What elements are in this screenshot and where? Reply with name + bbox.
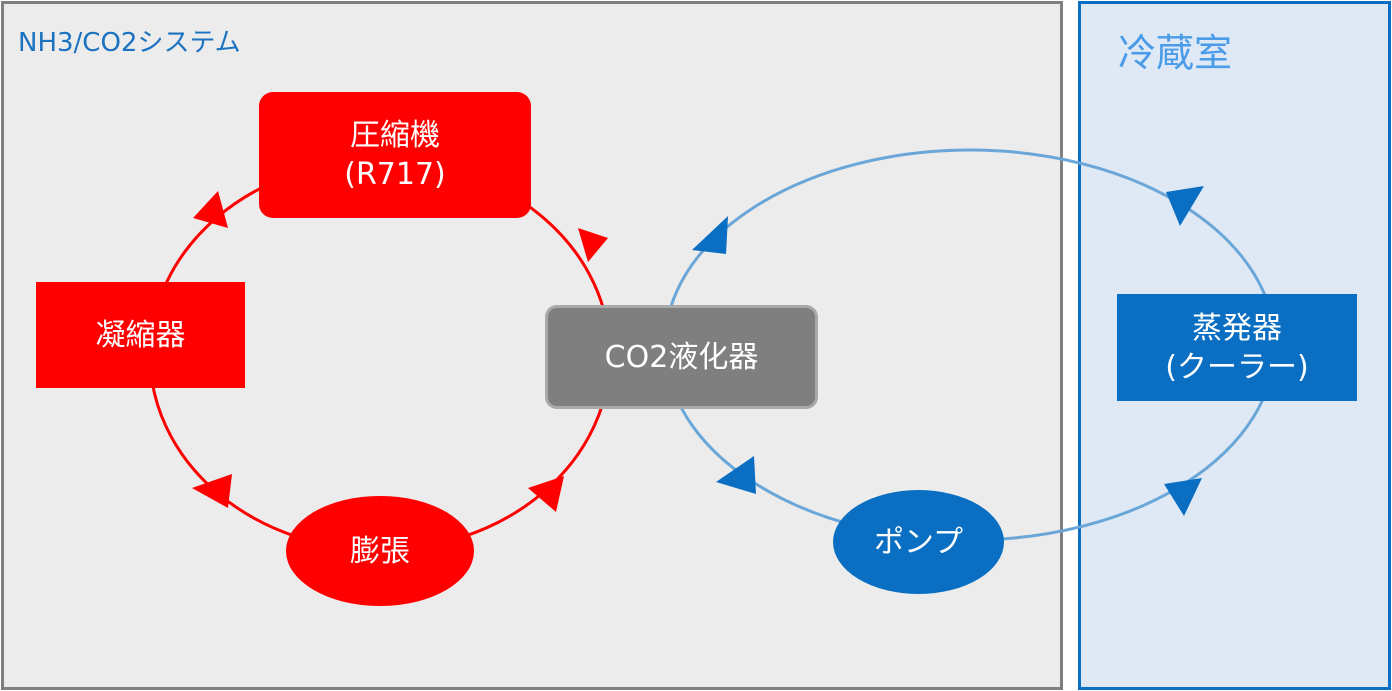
co2-flow-arrow-top-left <box>692 216 728 254</box>
co2-flow-arrow-top-right <box>1166 186 1204 226</box>
condenser-label: 凝縮器 <box>95 317 186 353</box>
expansion-label: 膨張 <box>350 533 410 569</box>
pump-node: ポンプ <box>833 490 1004 594</box>
compressor-label: 圧縮機 <box>350 118 440 153</box>
evaporator-node: 蒸発器 (クーラー) <box>1117 294 1357 401</box>
room-panel-title: 冷蔵室 <box>1118 31 1233 75</box>
evaporator-subtitle: (クーラー) <box>1165 349 1309 385</box>
pump-label: ポンプ <box>873 524 964 560</box>
nh3-flow-arrow-bottom-right <box>528 476 564 512</box>
evaporator-label: 蒸発器 <box>1192 310 1282 346</box>
nh3-flow-arrow-right-up <box>578 228 608 262</box>
co2-condenser-node: CO2液化器 <box>545 305 818 409</box>
co2-condenser-label: CO2液化器 <box>604 339 759 375</box>
condenser-node: 凝縮器 <box>36 282 245 388</box>
nh3-flow-arrow-top-left <box>193 191 228 228</box>
compressor-node: 圧縮機 (R717) <box>259 92 531 218</box>
nh3-flow-arrow-bottom-left <box>192 474 232 508</box>
system-panel-title: NH3/CO2システム <box>18 28 241 58</box>
co2-flow-arrow-bottom-right <box>1164 478 1202 516</box>
co2-flow-arrow-bottom-left <box>716 456 756 494</box>
expansion-node: 膨張 <box>286 496 474 606</box>
compressor-refrigerant-label: (R717) <box>344 157 446 192</box>
